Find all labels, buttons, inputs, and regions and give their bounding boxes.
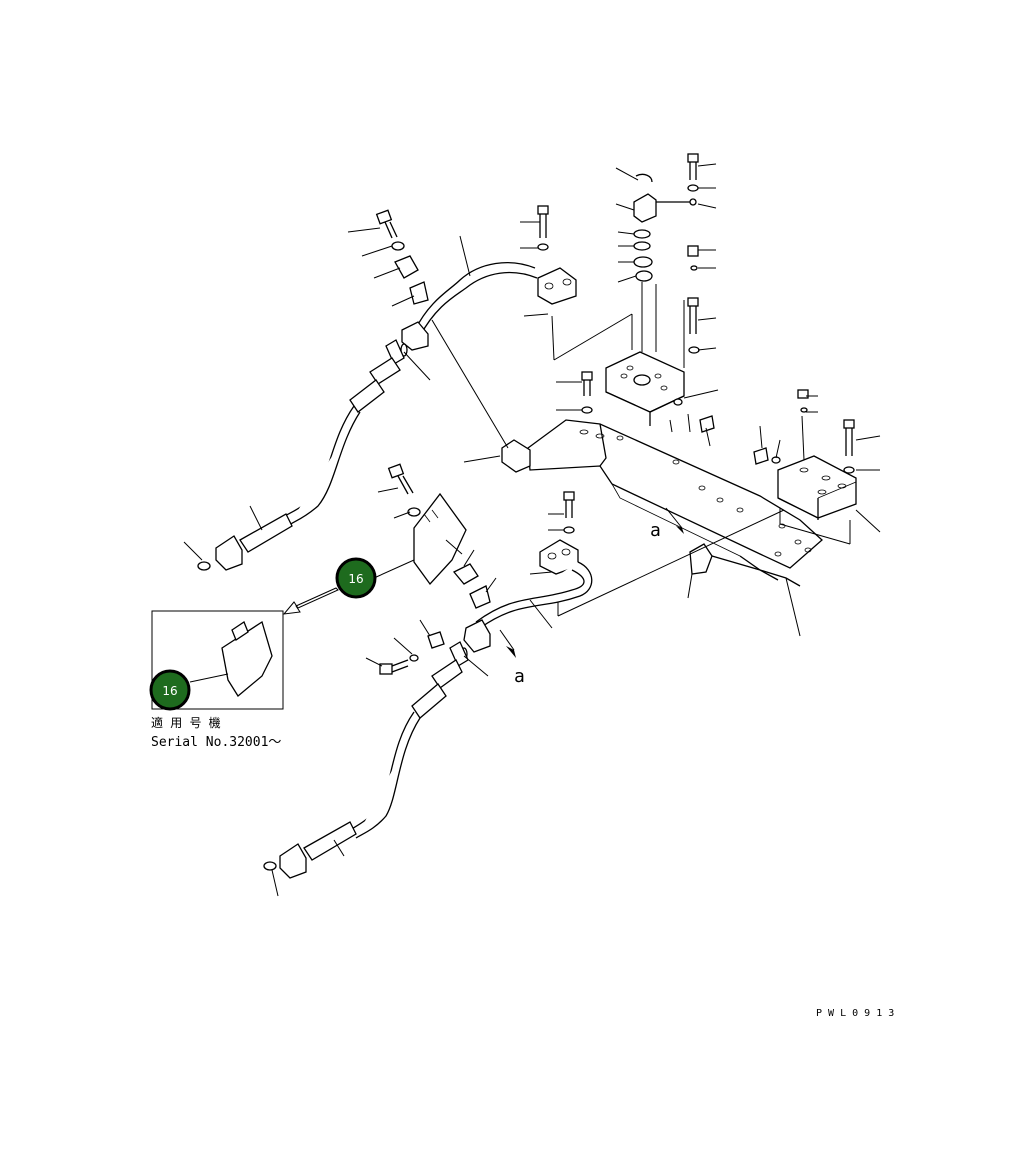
clamp-half <box>394 255 419 279</box>
valve-block-stack <box>581 153 715 433</box>
leader-lines-valve <box>551 163 719 447</box>
o-ring-lower <box>263 861 277 871</box>
o-ring-upper <box>197 561 211 571</box>
view-arrow-a-upper: a <box>650 507 684 541</box>
flange-block-upper <box>537 267 577 305</box>
washer <box>391 241 405 251</box>
flange-end-lower <box>279 843 307 879</box>
hose-sleeve-upper <box>349 379 385 413</box>
inset-caption-line1: 適 用 号 機 <box>151 715 221 730</box>
bolt-upper-left <box>375 209 398 239</box>
hose-sleeve-lower-lower <box>303 821 357 861</box>
inset-cover-plate <box>221 620 273 697</box>
callout-number-inset: 16 <box>162 684 177 698</box>
leader-lines-lower <box>271 487 564 897</box>
inset-pointer-arrow <box>282 587 339 615</box>
lower-pipe-assembly <box>263 463 593 879</box>
upper-pipe-assembly <box>197 205 577 571</box>
callout-number-upper: 16 <box>348 572 363 586</box>
clamp-half-2 <box>409 281 429 305</box>
leader-lines-frame <box>431 319 881 637</box>
inset-detail-box <box>151 610 284 710</box>
valve-fitting <box>633 193 657 223</box>
view-arrow-a-lower: a <box>499 629 525 687</box>
flange-upper-left <box>401 321 429 351</box>
callout-badge-upper: 16 <box>335 557 377 599</box>
callout-leader-upper <box>373 559 415 579</box>
hose-sleeve-upper-lower <box>411 683 447 719</box>
right-manifold-block <box>753 389 857 520</box>
view-label-a-lower: a <box>514 666 525 687</box>
hose-sleeve-lower <box>239 513 293 553</box>
callout-badge-inset: 16 <box>149 669 191 711</box>
frame-clamp-left <box>501 439 531 473</box>
view-label-a-upper: a <box>650 520 661 541</box>
inset-caption-line2: Serial No.32001～ <box>151 735 281 750</box>
flange-end-upper <box>215 535 243 571</box>
main-frame-bracket <box>501 419 823 587</box>
drawing-code: P W L 0 9 1 3 <box>816 1008 894 1019</box>
leader-lines-upper-left <box>183 221 549 561</box>
flange-lower <box>463 619 491 653</box>
cover-plate-lower <box>413 492 467 586</box>
